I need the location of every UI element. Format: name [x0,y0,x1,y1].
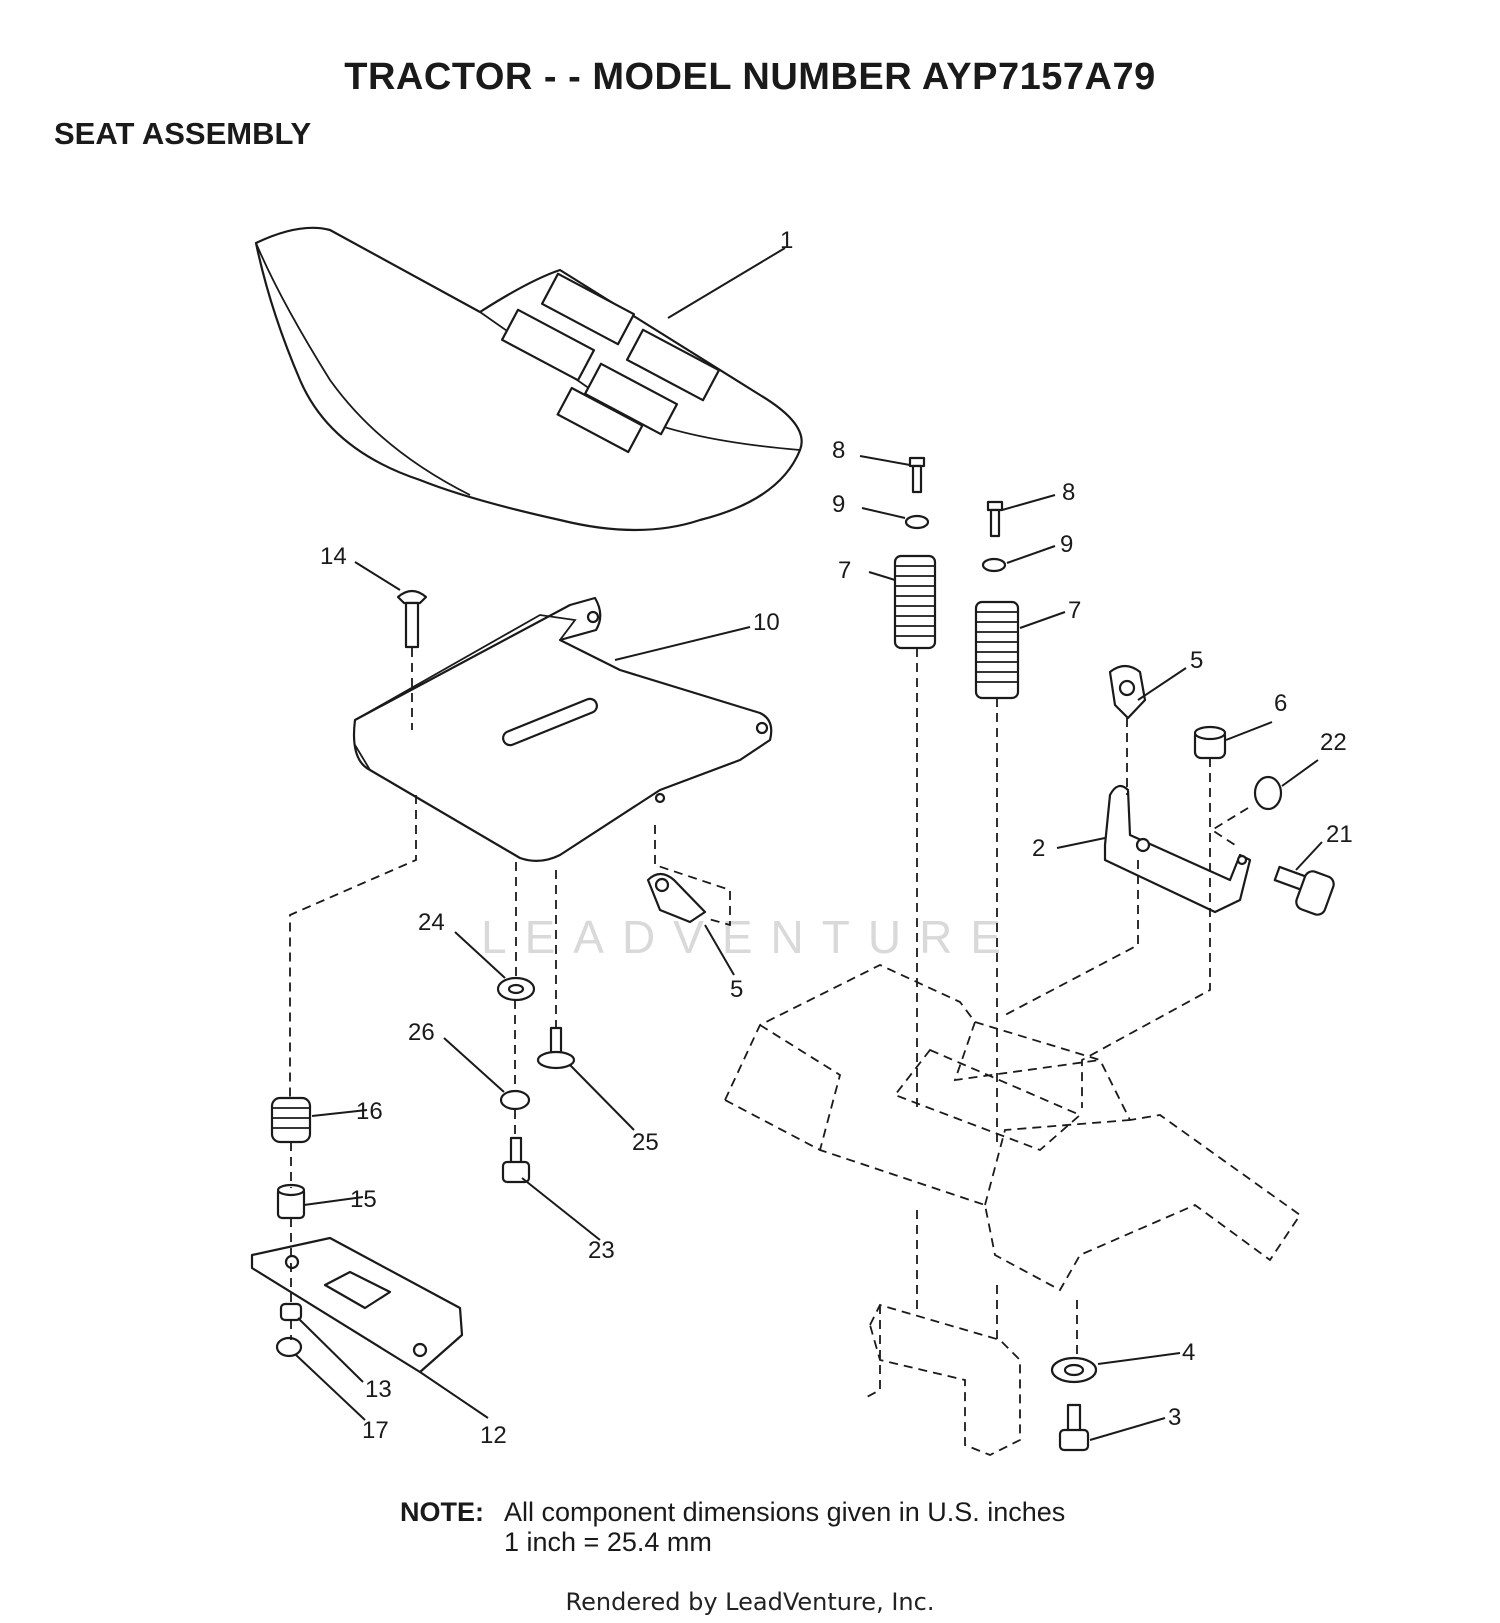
callout-22: 22 [1320,729,1347,756]
callout-5-upper: 5 [1190,647,1203,674]
part-bolt-3[interactable] [1058,1403,1090,1452]
note-line-1: All component dimensions given in U.S. i… [504,1497,1066,1527]
part-clip-upper[interactable] [1108,664,1147,720]
callout-9-left: 9 [832,491,845,518]
part-seat-pan[interactable] [352,596,773,862]
part-shoulder-bolt[interactable] [1273,865,1336,917]
part-washer-24[interactable] [496,976,536,1002]
part-mounting-plate[interactable] [250,1236,464,1374]
part-spring-16[interactable] [270,1096,312,1144]
part-screw-left[interactable] [908,456,926,494]
leader-lines [295,247,1323,1441]
part-washer-22[interactable] [1253,775,1283,811]
section-title: SEAT ASSEMBLY [54,116,312,151]
frame-outline [723,964,1302,1456]
note-line-2: 1 inch = 25.4 mm [504,1527,712,1557]
callout-25: 25 [632,1129,659,1156]
part-washer-4[interactable] [1050,1356,1098,1384]
part-washer-left[interactable] [904,514,930,530]
callout-14: 14 [320,543,347,570]
part-screw-right[interactable] [986,500,1004,538]
callout-7-left: 7 [838,557,851,584]
callout-12: 12 [480,1422,507,1449]
part-washer-right[interactable] [981,557,1007,573]
part-washer-17[interactable] [275,1336,303,1358]
callout-15: 15 [350,1186,377,1213]
callout-6: 6 [1274,690,1287,717]
part-spring-left[interactable] [893,554,937,650]
callout-10: 10 [753,609,780,636]
part-clip-lower[interactable] [646,872,707,924]
callout-2: 2 [1032,835,1045,862]
callout-numbers: 1 2 3 4 5 5 6 7 7 8 8 9 9 10 12 13 14 15… [320,227,1353,1449]
part-seat[interactable] [254,226,803,532]
callout-21: 21 [1326,821,1353,848]
part-nut-13[interactable] [279,1302,303,1322]
callout-3: 3 [1168,1404,1181,1431]
part-bolt-23[interactable] [501,1136,531,1184]
note-heading: NOTE: [400,1497,484,1527]
callout-13: 13 [365,1376,392,1403]
callout-4: 4 [1182,1339,1195,1366]
page-title: TRACTOR - - MODEL NUMBER AYP7157A79 [344,56,1156,98]
part-spring-right[interactable] [974,600,1020,700]
callout-8-left: 8 [832,437,845,464]
callout-16: 16 [356,1098,383,1125]
footer-credit: Rendered by LeadVenture, Inc. [565,1588,935,1616]
callout-5-lower: 5 [730,976,743,1003]
callout-7-right: 7 [1068,597,1081,624]
part-carriage-bolt[interactable] [396,589,428,649]
callout-23: 23 [588,1237,615,1264]
callout-17: 17 [362,1417,389,1444]
part-bolt-25[interactable] [536,1026,576,1070]
callout-1: 1 [780,227,793,254]
callout-26: 26 [408,1019,435,1046]
callout-9-right: 9 [1060,531,1073,558]
part-bracket[interactable] [1103,784,1252,914]
assembly-lines [289,648,1249,1358]
part-nut[interactable] [1193,725,1227,760]
part-spacer-15[interactable] [276,1183,306,1220]
callout-24: 24 [418,909,445,936]
callout-8-right: 8 [1062,479,1075,506]
watermark-text: LEADVENTURE [481,911,1019,963]
part-washer-26[interactable] [499,1089,531,1111]
